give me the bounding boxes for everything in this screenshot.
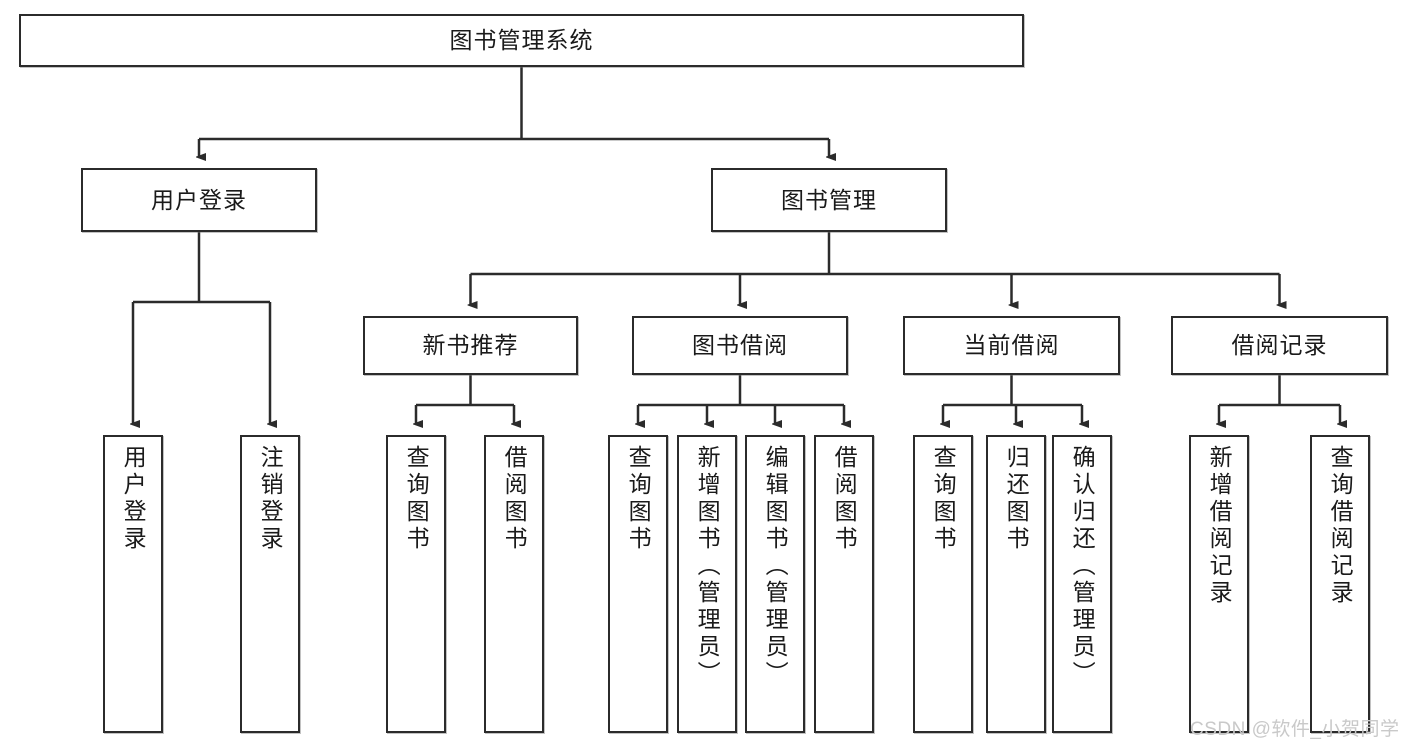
node-label: 用户登录: [120, 445, 147, 553]
node-label: 借阅图书: [501, 445, 528, 553]
node-label: 用户登录: [151, 186, 247, 213]
node-label: 查询借阅记录: [1327, 445, 1354, 607]
leaf-node-确认归还管理员-10: 确认归还（管理员）: [1052, 435, 1112, 733]
level2-node-图书管理-1: 图书管理: [711, 168, 947, 232]
node-label: 查询图书: [625, 445, 652, 553]
leaf-node-新增图书管理员-5: 新增图书（管理员）: [677, 435, 737, 733]
node-label: 图书管理: [781, 186, 877, 213]
leaf-node-借阅图书-3: 借阅图书: [484, 435, 544, 733]
level3-node-借阅记录-3: 借阅记录: [1171, 316, 1388, 375]
leaf-node-归还图书-9: 归还图书: [986, 435, 1046, 733]
node-label: 借阅图书: [831, 445, 858, 553]
root-node-图书管理系统-0: 图书管理系统: [19, 14, 1024, 67]
node-label: 确认归还（管理员）: [1069, 445, 1096, 688]
leaf-node-新增借阅记录-11: 新增借阅记录: [1189, 435, 1249, 733]
node-label: 新增借阅记录: [1206, 445, 1233, 607]
node-label: 归还图书: [1003, 445, 1030, 553]
leaf-node-查询图书-4: 查询图书: [608, 435, 668, 733]
node-label: 编辑图书（管理员）: [762, 445, 789, 688]
level3-node-新书推荐-0: 新书推荐: [363, 316, 578, 375]
node-label: 查询图书: [403, 445, 430, 553]
node-label: 图书借阅: [692, 332, 788, 359]
node-label: 查询图书: [930, 445, 957, 553]
level3-node-当前借阅-2: 当前借阅: [903, 316, 1120, 375]
leaf-node-借阅图书-7: 借阅图书: [814, 435, 874, 733]
node-label: 图书管理系统: [449, 27, 594, 54]
leaf-node-查询图书-2: 查询图书: [386, 435, 446, 733]
leaf-node-查询图书-8: 查询图书: [913, 435, 973, 733]
level3-node-图书借阅-1: 图书借阅: [632, 316, 848, 375]
leaf-node-编辑图书管理员-6: 编辑图书（管理员）: [745, 435, 805, 733]
level2-node-用户登录-0: 用户登录: [81, 168, 317, 232]
leaf-node-用户登录-0: 用户登录: [103, 435, 163, 733]
node-label: 当前借阅: [963, 332, 1060, 359]
node-label: 新增图书（管理员）: [694, 445, 721, 688]
leaf-node-注销登录-1: 注销登录: [240, 435, 300, 733]
node-label: 注销登录: [257, 445, 284, 553]
leaf-node-查询借阅记录-12: 查询借阅记录: [1310, 435, 1370, 733]
watermark-text: CSDN @软件_小贺同学: [1190, 719, 1400, 740]
node-label: 借阅记录: [1231, 332, 1328, 359]
node-label: 新书推荐: [422, 332, 519, 359]
